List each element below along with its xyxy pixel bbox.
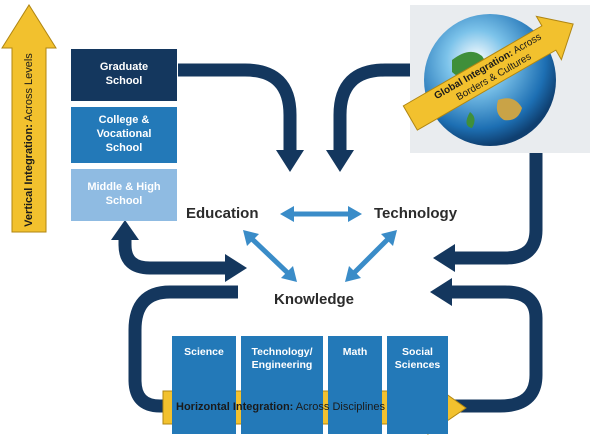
arrow-globe-to-technology bbox=[333, 63, 410, 150]
college-vocational-label: College & Vocational School bbox=[96, 114, 152, 154]
vertical-integration-rest: Across Levels bbox=[23, 53, 35, 125]
discipline-math-label: Math bbox=[342, 346, 368, 358]
vertical-integration-label: Vertical Integration: Across Levels bbox=[23, 53, 35, 227]
vertical-integration-arrow bbox=[1, 4, 57, 233]
horizontal-integration-bold: Horizontal Integration: bbox=[176, 401, 294, 413]
arrowhead-middle-school bbox=[111, 220, 139, 240]
link-arrows bbox=[248, 211, 392, 277]
flow-arrowheads bbox=[111, 150, 455, 306]
education-label: Education bbox=[186, 205, 259, 222]
middle-high-school-label: Middle & High School bbox=[87, 181, 161, 207]
arrow-disciplines-to-knowledge bbox=[452, 285, 543, 413]
arrow-graduate-to-education bbox=[178, 63, 297, 150]
middle-high-school-box: Middle & High School bbox=[71, 169, 177, 221]
discipline-science-label: Science bbox=[184, 346, 224, 358]
technology-label: Technology bbox=[374, 205, 458, 222]
college-vocational-box: College & Vocational School bbox=[71, 107, 177, 163]
discipline-math: Math bbox=[328, 336, 382, 434]
discipline-social-label: Social Sciences bbox=[394, 346, 441, 371]
arrow-knowledge-to-middle bbox=[118, 240, 225, 275]
horizontal-integration-label: Horizontal Integration: Across Disciplin… bbox=[176, 401, 385, 413]
global-integration-arrow bbox=[402, 15, 574, 131]
vertical-integration-bold: Vertical Integration: bbox=[23, 124, 35, 227]
discipline-technology-engineering: Technology/ Engineering bbox=[241, 336, 323, 434]
arrowhead-knowledge-bottom-right bbox=[430, 278, 452, 306]
graduate-school-box: Graduate School bbox=[71, 49, 177, 101]
discipline-science: Science bbox=[172, 336, 236, 434]
arrow-knowledge-to-disciplines bbox=[128, 285, 238, 413]
horizontal-integration-rest: Across Disciplines bbox=[293, 401, 386, 413]
link-arrowheads bbox=[243, 206, 397, 282]
arrow-globe-to-knowledge bbox=[455, 150, 543, 265]
graduate-school-label: Graduate School bbox=[99, 61, 149, 87]
arrowhead-technology bbox=[326, 150, 354, 172]
arrowhead-knowledge-right bbox=[433, 244, 455, 272]
arrowhead-knowledge-left bbox=[225, 254, 247, 282]
discipline-social-sciences: Social Sciences bbox=[387, 336, 448, 434]
flow-arrows bbox=[118, 63, 543, 413]
discipline-technology-label: Technology/ Engineering bbox=[251, 346, 313, 371]
knowledge-label: Knowledge bbox=[274, 291, 355, 308]
arrowhead-education bbox=[276, 150, 304, 172]
